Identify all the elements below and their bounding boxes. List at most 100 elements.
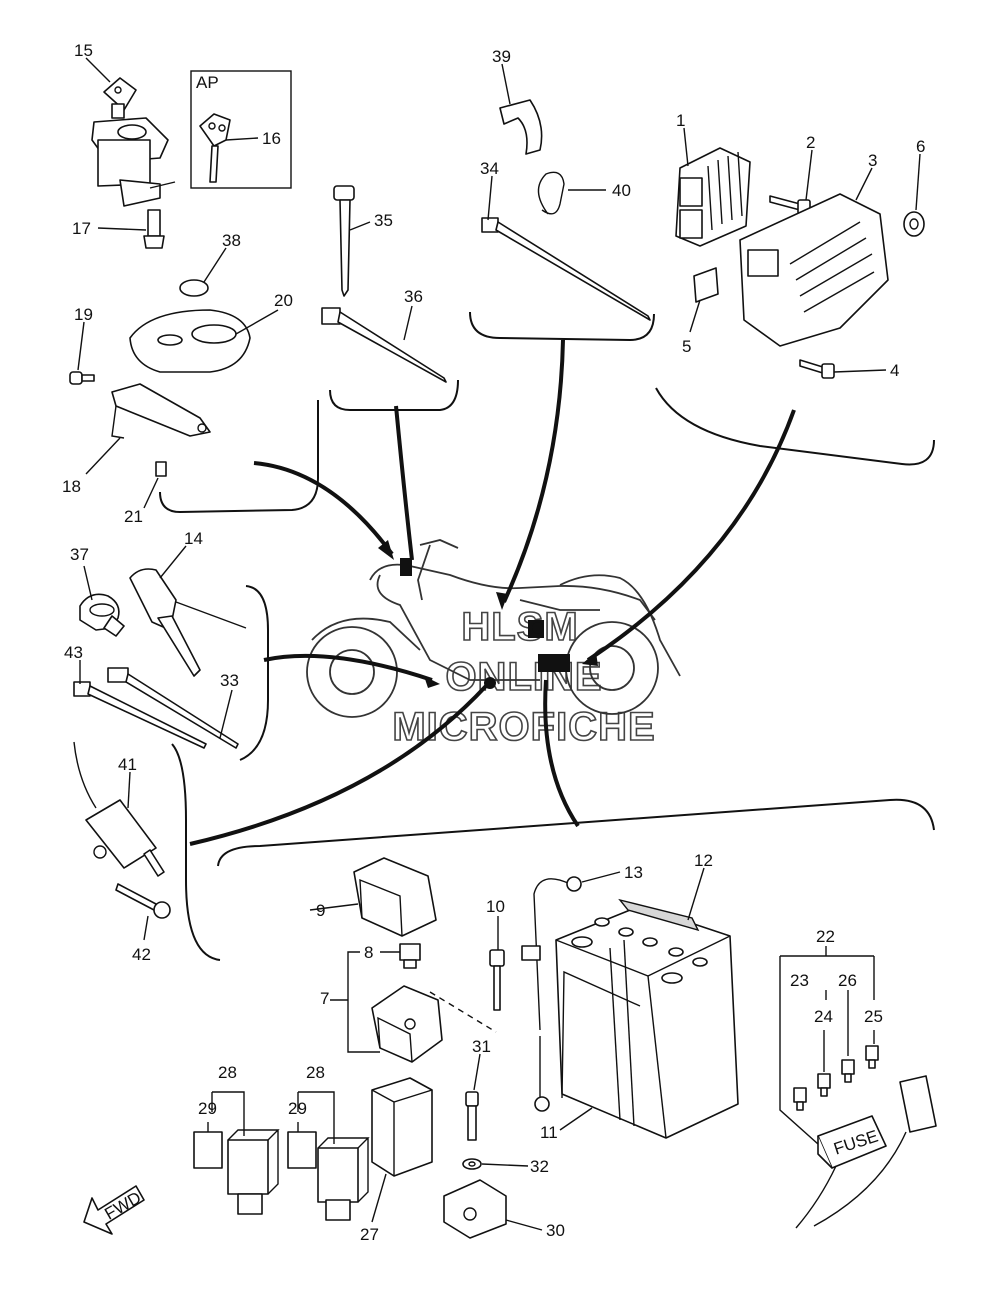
callout-leaders bbox=[77, 57, 921, 1231]
callout-1[interactable]: 1 bbox=[676, 111, 685, 130]
holder-39[interactable] bbox=[499, 99, 543, 155]
screw-31[interactable] bbox=[465, 1091, 479, 1141]
callout-24[interactable]: 24 bbox=[814, 1007, 833, 1026]
callout-30[interactable]: 30 bbox=[546, 1221, 565, 1240]
callout-28b[interactable]: 28 bbox=[306, 1063, 325, 1082]
callout-29a[interactable]: 29 bbox=[198, 1099, 217, 1118]
main-switch-assembly[interactable] bbox=[91, 77, 176, 207]
callout-35[interactable]: 35 bbox=[374, 211, 393, 230]
key[interactable] bbox=[199, 113, 231, 183]
callout-33[interactable]: 33 bbox=[220, 671, 239, 690]
bracket-7 bbox=[330, 951, 497, 1053]
fuse-25[interactable] bbox=[865, 1045, 879, 1069]
cover-9[interactable] bbox=[353, 857, 437, 937]
screw-10[interactable] bbox=[489, 949, 505, 1011]
callout-15[interactable]: 15 bbox=[74, 41, 93, 60]
relay-29b[interactable] bbox=[287, 1131, 317, 1169]
callout-17[interactable]: 17 bbox=[72, 219, 91, 238]
lead-13[interactable] bbox=[521, 876, 582, 1112]
watermark: HLSM ONLINE MICROFICHE bbox=[392, 604, 656, 750]
callout-20[interactable]: 20 bbox=[274, 291, 293, 310]
screw-19[interactable] bbox=[69, 371, 95, 385]
screw-21[interactable] bbox=[155, 461, 167, 477]
callout-12[interactable]: 12 bbox=[694, 851, 713, 870]
sensor-30[interactable] bbox=[443, 1179, 507, 1239]
watermark-line-1: HLSM bbox=[461, 605, 578, 649]
callout-11[interactable]: 11 bbox=[540, 1123, 558, 1142]
callout-21[interactable]: 21 bbox=[124, 507, 143, 526]
starter-relay[interactable] bbox=[371, 985, 443, 1063]
callout-42[interactable]: 42 bbox=[132, 945, 151, 964]
sheet-5[interactable] bbox=[693, 267, 719, 303]
fuse-tree bbox=[779, 946, 875, 1145]
callout-28a[interactable]: 28 bbox=[218, 1063, 237, 1082]
cover-3[interactable] bbox=[739, 193, 889, 347]
bolt-4[interactable] bbox=[799, 359, 835, 379]
callout-10[interactable]: 10 bbox=[486, 897, 505, 916]
battery-band-11 bbox=[561, 970, 641, 1099]
callout-labels: 15 16 17 38 19 20 18 21 35 36 39 34 40 1… bbox=[62, 41, 925, 1244]
ap-box: AP bbox=[190, 70, 292, 189]
band-36[interactable] bbox=[321, 307, 447, 383]
fuse-box-22[interactable]: FUSE bbox=[795, 1075, 937, 1229]
callout-32[interactable]: 32 bbox=[530, 1157, 549, 1176]
bracket-18[interactable] bbox=[111, 383, 211, 439]
callout-5[interactable]: 5 bbox=[682, 337, 691, 356]
callout-31[interactable]: 31 bbox=[472, 1037, 491, 1056]
clamp-40[interactable] bbox=[537, 171, 565, 215]
callout-4[interactable]: 4 bbox=[890, 361, 899, 380]
callout-25[interactable]: 25 bbox=[864, 1007, 883, 1026]
callout-37[interactable]: 37 bbox=[70, 545, 89, 564]
ap-box-label: AP bbox=[196, 73, 219, 92]
callout-40[interactable]: 40 bbox=[612, 181, 631, 200]
clamp-37[interactable] bbox=[79, 593, 125, 637]
rectifier-regulator[interactable] bbox=[675, 147, 751, 247]
sensor-41[interactable] bbox=[73, 741, 165, 877]
callout-38[interactable]: 38 bbox=[222, 231, 241, 250]
callout-26[interactable]: 26 bbox=[838, 971, 857, 990]
fuse-23[interactable] bbox=[793, 1087, 807, 1111]
callout-41[interactable]: 41 bbox=[118, 755, 137, 774]
callout-36[interactable]: 36 bbox=[404, 287, 423, 306]
fuse-26[interactable] bbox=[841, 1059, 855, 1083]
band-35[interactable] bbox=[333, 185, 355, 297]
bolt-42[interactable] bbox=[115, 883, 171, 919]
watermark-line-2: ONLINE bbox=[445, 655, 602, 699]
fuse-8[interactable] bbox=[399, 943, 421, 969]
sensor-14[interactable] bbox=[129, 568, 247, 677]
fuse-24[interactable] bbox=[817, 1073, 831, 1097]
callout-14[interactable]: 14 bbox=[184, 529, 203, 548]
battery-12[interactable] bbox=[555, 898, 739, 1139]
callout-13[interactable]: 13 bbox=[624, 863, 643, 882]
callout-22[interactable]: 22 bbox=[816, 927, 835, 946]
callout-3[interactable]: 3 bbox=[868, 151, 877, 170]
relay-29a[interactable] bbox=[193, 1131, 223, 1169]
screw-17[interactable] bbox=[143, 209, 165, 249]
callout-6[interactable]: 6 bbox=[916, 137, 925, 156]
relay-28b[interactable] bbox=[317, 1137, 370, 1221]
callout-8[interactable]: 8 bbox=[364, 943, 373, 962]
callout-7[interactable]: 7 bbox=[320, 989, 329, 1008]
callout-23[interactable]: 23 bbox=[790, 971, 809, 990]
callout-16[interactable]: 16 bbox=[262, 129, 281, 148]
grommet-6[interactable] bbox=[903, 211, 925, 237]
callout-29b[interactable]: 29 bbox=[288, 1099, 307, 1118]
callout-9[interactable]: 9 bbox=[316, 901, 325, 920]
relay-27[interactable] bbox=[371, 1077, 433, 1177]
callout-43[interactable]: 43 bbox=[64, 643, 83, 662]
motorcycle-outline bbox=[306, 539, 681, 718]
callout-34[interactable]: 34 bbox=[480, 159, 499, 178]
relay-28a[interactable] bbox=[227, 1129, 280, 1215]
band-43[interactable] bbox=[73, 681, 207, 749]
callout-19[interactable]: 19 bbox=[74, 305, 93, 324]
band-34[interactable] bbox=[481, 217, 651, 321]
band-33[interactable] bbox=[107, 667, 239, 749]
callout-2[interactable]: 2 bbox=[806, 133, 815, 152]
callout-27[interactable]: 27 bbox=[360, 1225, 379, 1244]
switch-cover[interactable] bbox=[129, 309, 251, 373]
callout-39[interactable]: 39 bbox=[492, 47, 511, 66]
callout-18[interactable]: 18 bbox=[62, 477, 81, 496]
cap-38[interactable] bbox=[179, 279, 209, 297]
washer-32[interactable] bbox=[462, 1158, 482, 1170]
